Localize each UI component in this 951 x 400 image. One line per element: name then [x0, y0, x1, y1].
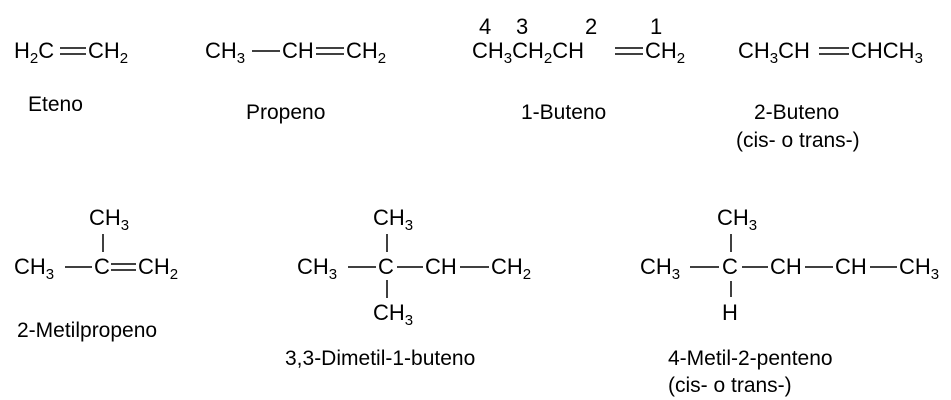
dimetil-right-group: CH2 [491, 254, 532, 283]
metilpenteno-name: 4-Metil-2-penteno [668, 347, 833, 370]
metilpenteno-center-carbon: C [722, 254, 738, 279]
carbon-number-1: 1 [650, 14, 663, 39]
buteno2-isomer-note: (cis- o trans-) [736, 129, 860, 152]
metilpropeno-left-group: CH3 [14, 254, 55, 283]
metilpenteno-ch-group-1: CH [770, 254, 802, 279]
eteno-formula: H2C [14, 38, 55, 67]
buteno2-formula-right: CHCH3 [851, 38, 923, 67]
metilpenteno-right-group: CH3 [899, 254, 940, 283]
buteno1-formula-right: CH2 [645, 38, 686, 67]
eteno-name: Eteno [28, 93, 83, 116]
dimetil-name: 3,3-Dimetil-1-buteno [285, 347, 476, 370]
propeno-name: Propeno [246, 101, 326, 124]
carbon-number-2: 2 [585, 14, 598, 39]
buteno2-formula-left: CH3CH [738, 38, 810, 67]
dimetil-left-group: CH3 [297, 254, 338, 283]
metilpropeno-center-carbon: C [94, 254, 110, 279]
metilpropeno-right-group: CH2 [138, 254, 179, 283]
metilpenteno-top-group: CH3 [717, 205, 758, 234]
dimetil-bottom-group: CH3 [373, 300, 414, 329]
buteno2-name: 2-Buteno [754, 101, 840, 124]
metilpenteno-ch-group-2: CH [835, 254, 867, 279]
metilpenteno-isomer-note: (cis- o trans-) [668, 374, 792, 397]
metilpropeno-top-group: CH3 [89, 205, 130, 234]
metilpropeno-name: 2-Metilpropeno [17, 319, 158, 342]
carbon-number-4: 4 [479, 14, 492, 39]
eteno-formula-right: CH2 [88, 38, 129, 67]
carbon-number-3: 3 [516, 14, 529, 39]
propeno-formula-2: CH [282, 38, 314, 63]
propeno-formula-3: CH2 [346, 38, 387, 67]
buteno1-formula: CH3CH2CH [472, 38, 585, 67]
metilpenteno-bottom-hydrogen: H [722, 300, 738, 325]
buteno1-name: 1-Buteno [521, 101, 607, 124]
propeno-formula-1: CH3 [205, 38, 246, 67]
dimetil-center-carbon: C [378, 254, 394, 279]
metilpenteno-left-group: CH3 [640, 254, 681, 283]
dimetil-ch-group: CH [425, 254, 457, 279]
dimetil-top-group: CH3 [373, 205, 414, 234]
